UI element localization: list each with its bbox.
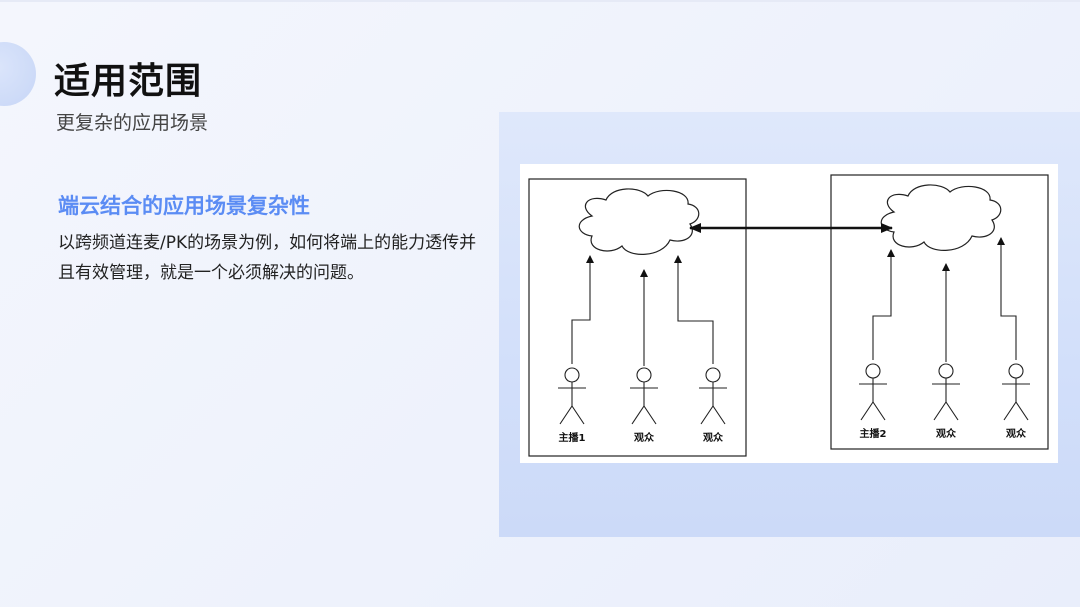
actor-label: 主播2 (860, 427, 887, 440)
page-title: 适用范围 (54, 61, 203, 102)
uplink-arrow (997, 237, 1017, 360)
actor-icon (630, 367, 658, 425)
diagram-panel: 主播1 观众 观众 (499, 112, 1080, 537)
section-heading: 端云结合的应用场景复杂性 (58, 194, 310, 218)
actor-icon (932, 363, 960, 421)
page-subtitle: 更复杂的应用场景 (56, 112, 209, 134)
actor-icon (699, 367, 727, 425)
actor-label: 观众 (634, 431, 655, 444)
decorative-circle (0, 42, 36, 106)
top-divider (0, 0, 1080, 2)
actor-icon (859, 363, 887, 421)
channel-group-1: 主播1 观众 观众 (528, 178, 747, 457)
actor-icon (1002, 363, 1030, 421)
section-body: 以跨频道连麦/PK的场景为例，如何将端上的能力透传并且有效管理，就是一个必须解决… (58, 233, 477, 283)
diagram-card: 主播1 观众 观众 (520, 164, 1058, 463)
actor-label: 观众 (703, 431, 724, 444)
uplink-arrow (674, 255, 714, 364)
actor-label: 观众 (936, 427, 957, 440)
actor-label: 主播1 (559, 431, 586, 444)
cloud-icon (880, 184, 1002, 251)
channel-group-2: 主播2 观众 观众 (830, 174, 1049, 450)
actor-icon (558, 367, 586, 425)
uplink-arrow (872, 249, 895, 360)
uplink-arrow (571, 255, 594, 364)
architecture-diagram: 主播1 观众 观众 (528, 174, 1049, 457)
actor-label: 观众 (1006, 427, 1027, 440)
